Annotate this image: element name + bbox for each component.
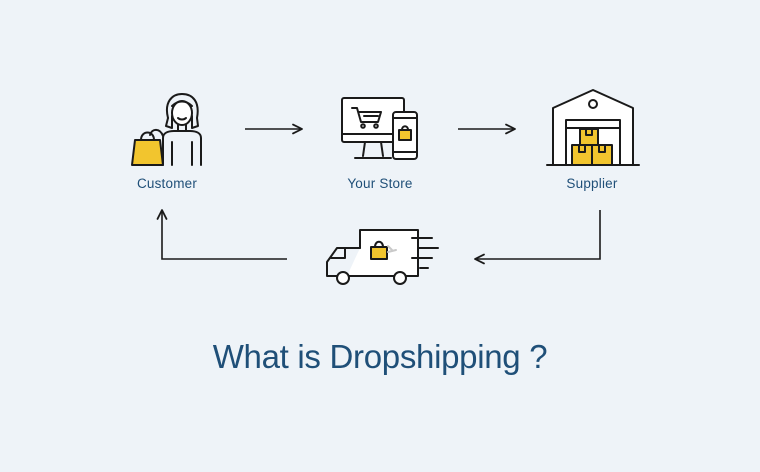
arrow-truck-to-customer bbox=[156, 209, 287, 260]
page-title: What is Dropshipping ? bbox=[212, 338, 548, 375]
store-icon bbox=[341, 97, 418, 160]
customer-label: Customer bbox=[136, 176, 198, 191]
arrow-supplier-to-truck bbox=[474, 210, 601, 265]
shopper-icon bbox=[131, 93, 202, 166]
supplier-label: Supplier bbox=[566, 176, 618, 191]
warehouse-icon bbox=[546, 89, 640, 166]
delivery-truck-icon bbox=[326, 229, 439, 285]
store-label: Your Store bbox=[347, 176, 413, 191]
